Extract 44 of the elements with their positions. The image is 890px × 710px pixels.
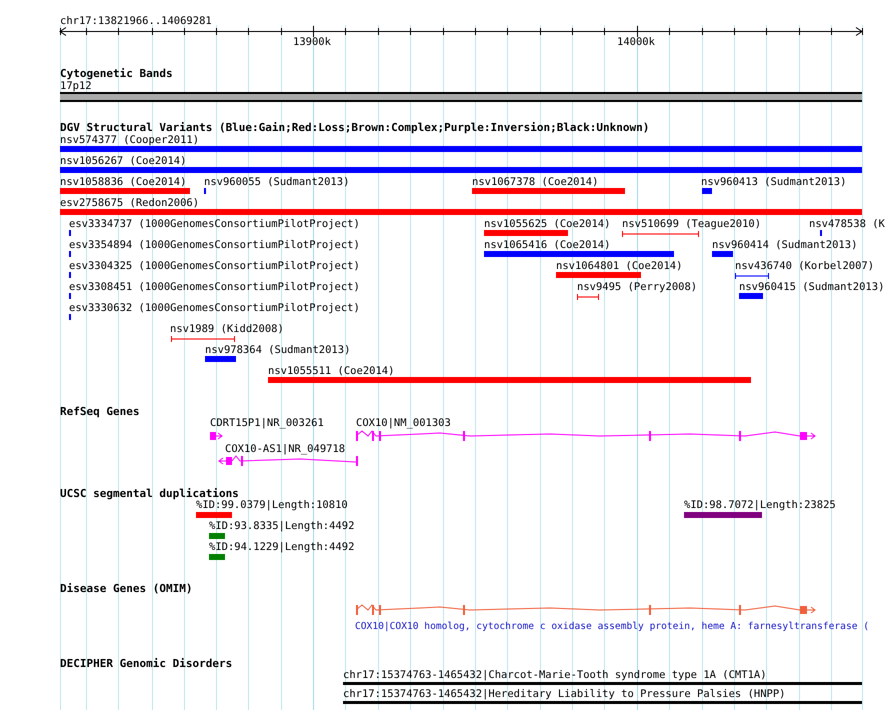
feature-label: nsv960055 (Sudmant2013) [204,176,350,188]
feature-label: nsv436740 (Korbel2007) [735,260,874,272]
feature-label: %ID:93.8335|Length:4492 [209,520,354,532]
feature-label: nsv9495 (Perry2008) [577,281,698,293]
axis-tick-label: 14000k [617,36,655,48]
track-title: RefSeq Genes [60,405,140,418]
feature-label: %ID:94.1229|Length:4492 [209,541,354,553]
feature-label: %ID:99.0379|Length:10810 [196,499,348,511]
feature-label: nsv1056267 (Coe2014) [60,155,188,167]
feature-label: esv3354894 (1000GenomesConsortiumPilotProject) [69,239,360,251]
feature-label: nsv978364 (Sudmant2013) [205,344,350,356]
feature-label: nsv478538 (K [809,218,885,230]
feature-label: nsv1064801 (Coe2014) [556,260,682,272]
track-title: DGV Structural Variants (Blue:Gain;Red:Loss;Brown:Complex;Purple:Inversion;Black:Unknown) [60,121,650,134]
feature-label: nsv960413 (Sudmant2013) [701,176,846,188]
feature-label: COX10|COX10 homolog, cytochrome c oxidase assembly protein, heme A: farnesyltransferase ( [355,621,870,633]
feature-label: chr17:15374763-1465432|Hereditary Liability to Pressure Palsies (HNPP) [343,688,787,700]
feature-label: nsv1989 (Kidd2008) [170,323,284,335]
track-title: UCSC segmental duplications [60,487,239,500]
feature-label: %ID:98.7072|Length:23825 [684,499,836,511]
feature-label: nsv960415 (Sudmant2013) [739,281,884,293]
feature-label: nsv1058836 (Coe2014) [60,176,188,188]
feature-label: nsv960414 (Sudmant2013) [712,239,858,251]
feature-label: chr17:15374763-1465432|Charcot-Marie-Tooth syndrome type 1A (CMT1A) [343,669,768,681]
track-title: Cytogenetic Bands [60,67,173,80]
feature-label: COX10-AS1|NR_049718 [225,443,346,455]
feature-label: esv3308451 (1000GenomesConsortiumPilotProject) [69,281,360,293]
band-label: 17p12 [60,80,93,92]
track-title: DECIPHER Genomic Disorders [60,657,232,670]
feature-label: esv2758675 (Redon2006) [60,197,200,209]
feature-label: nsv1055511 (Coe2014) [268,365,396,377]
feature-label: esv3304325 (1000GenomesConsortiumPilotProject) [69,260,360,272]
feature-label: COX10|NM_001303 [356,417,452,429]
feature-label: esv3334737 (1000GenomesConsortiumPilotProject) [69,218,360,230]
coordinate-range: chr17:13821966..14069281 [60,15,212,27]
feature-label: CDRT15P1|NR_003261 [210,417,324,429]
feature-label: nsv510699 (Teague2010) [622,218,762,230]
feature-label: nsv1065416 (Coe2014) [484,239,612,251]
axis-tick-label: 13900k [293,36,331,48]
track-title: Disease Genes (OMIM) [60,582,192,595]
feature-label: esv3330632 (1000GenomesConsortiumPilotProject) [69,302,360,314]
feature-label: nsv574377 (Cooper2011) [60,134,200,146]
feature-label: nsv1067378 (Coe2014) [472,176,600,188]
feature-label: nsv1055625 (Coe2014) [484,218,610,230]
